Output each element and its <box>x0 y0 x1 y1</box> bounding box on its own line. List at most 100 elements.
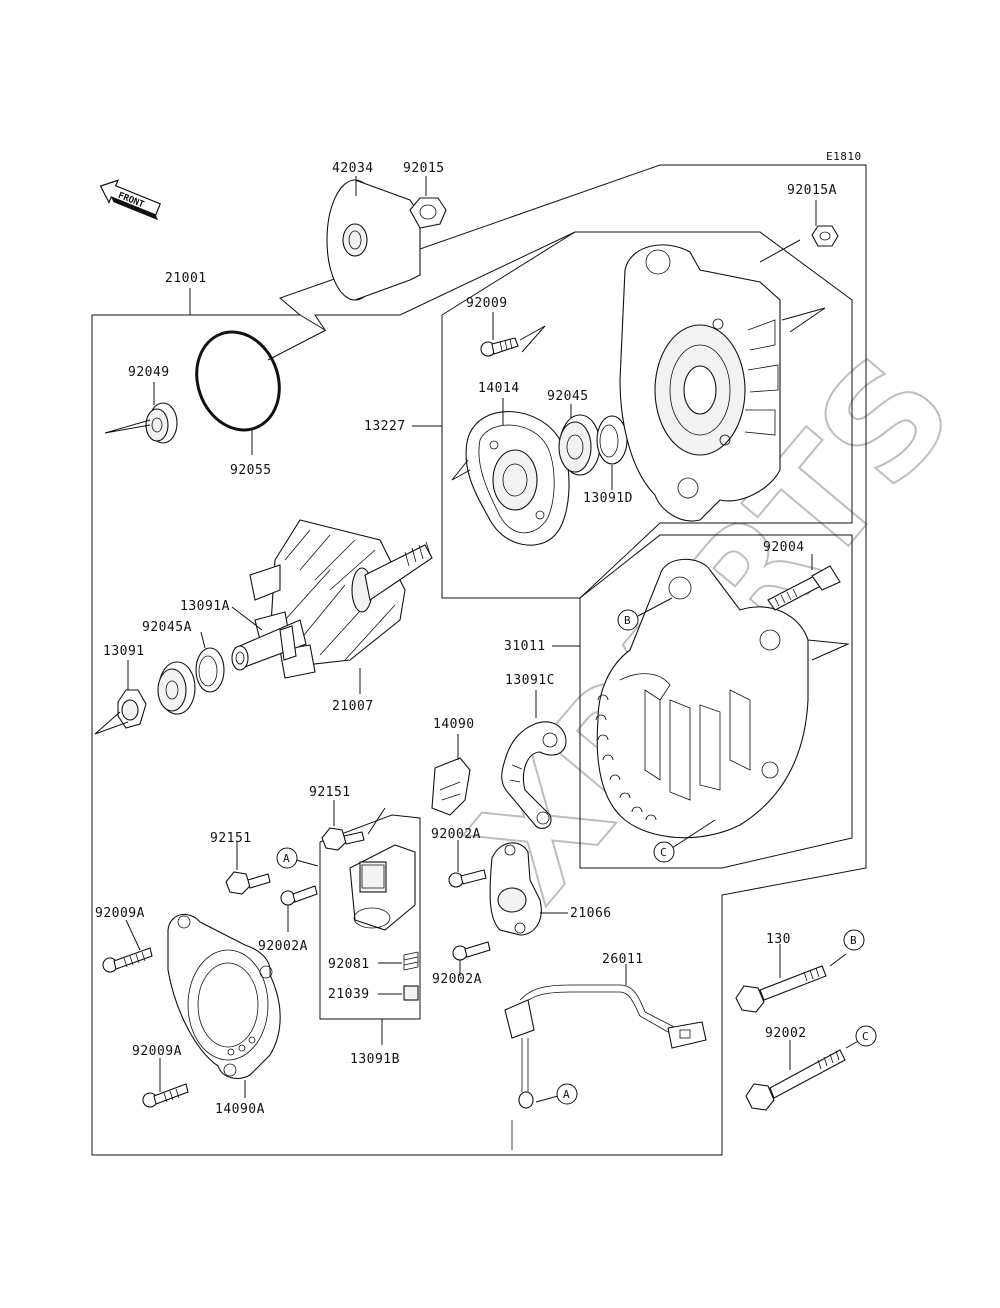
stud-92004 <box>767 565 841 611</box>
rectifier-21066 <box>489 842 542 936</box>
label-92009A-upper: 92009A <box>95 906 145 921</box>
bearing-rear <box>157 661 196 715</box>
label-21066: 21066 <box>570 906 612 921</box>
screw-92002A-left <box>280 885 318 906</box>
label-92081: 92081 <box>328 957 370 972</box>
label-26011: 26011 <box>602 952 644 967</box>
ref-label-B2: B <box>850 934 857 947</box>
leader-92045A <box>200 631 206 649</box>
label-92049: 92049 <box>128 365 170 380</box>
ref-label-A2: A <box>563 1088 570 1101</box>
ref-line-A2 <box>535 1095 559 1103</box>
subframe-31011 <box>579 534 853 869</box>
ref-circle-C1 <box>653 841 675 863</box>
screw-92009 <box>480 337 519 357</box>
label-13227: 13227 <box>364 419 406 434</box>
label-31011: 31011 <box>504 639 546 654</box>
ref-line-A1 <box>295 859 319 867</box>
ref-label-C2: C <box>862 1030 869 1043</box>
axis-guide-92049 <box>104 419 151 434</box>
cover-14090A <box>167 913 281 1079</box>
label-92002A-left: 92002A <box>258 939 308 954</box>
guide-92151-upper <box>367 807 386 835</box>
screw-92002A-lower <box>452 941 491 961</box>
label-92151-upper: 92151 <box>309 785 351 800</box>
label-92055: 92055 <box>230 463 272 478</box>
label-13091A: 13091A <box>180 599 230 614</box>
drawing-code: E1810 <box>826 150 862 163</box>
label-92002A-upper: 92002A <box>431 827 481 842</box>
frame-notch <box>299 231 576 331</box>
rear-housing-31011 <box>595 558 809 839</box>
label-130: 130 <box>766 932 791 947</box>
subframe-13227 <box>441 231 853 599</box>
nut-92015 <box>409 197 447 229</box>
label-92009: 92009 <box>466 296 508 311</box>
label-92002: 92002 <box>765 1026 807 1041</box>
ref-circle-A2 <box>556 1083 578 1105</box>
holder-13091C <box>501 721 567 829</box>
ref-line-B2 <box>829 953 847 967</box>
rotor-21007 <box>231 519 433 679</box>
label-13091: 13091 <box>103 644 145 659</box>
bolt-92151-lower <box>225 871 271 895</box>
regulator-body <box>349 844 416 931</box>
ref-circle-C2 <box>855 1025 877 1047</box>
ref-circle-B1 <box>617 609 639 631</box>
screw-92009A-lower <box>142 1083 189 1108</box>
ref-line-B1 <box>637 597 673 617</box>
ref-label-C1: C <box>660 846 667 859</box>
front-housing <box>619 244 781 522</box>
axis-guide-13091 <box>94 711 129 735</box>
clip-14090 <box>431 757 471 816</box>
label-92015: 92015 <box>403 161 445 176</box>
screw-92009A-upper <box>102 947 153 973</box>
label-92002A-lower: 92002A <box>432 972 482 987</box>
axis-guide-14014 <box>451 459 471 481</box>
label-14090A: 14090A <box>215 1102 265 1117</box>
stud-guide-92015A <box>759 239 801 263</box>
label-14014: 14014 <box>478 381 520 396</box>
label-92045: 92045 <box>547 389 589 404</box>
label-13091D: 13091D <box>583 491 633 506</box>
axis-guide-31011 <box>807 639 850 661</box>
brush-assy-frame-13091B <box>319 814 421 1020</box>
collar-13091D <box>596 415 628 465</box>
label-13091B: 13091B <box>350 1052 400 1067</box>
ref-label-A1: A <box>283 852 290 865</box>
label-92004: 92004 <box>763 540 805 555</box>
label-42034: 42034 <box>332 161 374 176</box>
collar-13091 <box>117 689 147 729</box>
label-92045A: 92045A <box>142 620 192 635</box>
pulley-42034 <box>326 179 421 301</box>
label-13091C: 13091C <box>505 673 555 688</box>
bearing-92049 <box>145 402 178 444</box>
bolt-92002 <box>745 1049 846 1111</box>
label-92015A: 92015A <box>787 183 837 198</box>
plate-14014 <box>465 411 570 546</box>
screw-92002A-upper <box>448 869 487 888</box>
label-21007: 21007 <box>332 699 374 714</box>
axis-guide-housing <box>781 307 826 333</box>
label-14090: 14090 <box>433 717 475 732</box>
o-ring-guide <box>267 329 327 361</box>
label-92151-lower: 92151 <box>210 831 252 846</box>
label-92009A-lower: 92009A <box>132 1044 182 1059</box>
bolt-92151-upper <box>321 827 365 851</box>
front-arrow-icon: FRONT <box>99 179 162 221</box>
ref-circle-B2 <box>843 929 865 951</box>
ref-line-C1 <box>671 819 716 849</box>
nut-92015A <box>811 225 839 247</box>
o-ring-92055 <box>195 330 281 432</box>
axis-guide-92009 <box>519 325 546 353</box>
leader-92009A-upper <box>125 919 141 951</box>
label-21001: 21001 <box>165 271 207 286</box>
spring-92081 <box>403 951 419 971</box>
bearing-92045 <box>558 414 601 476</box>
assembly-frame-21001 <box>91 164 867 1156</box>
brush-21039 <box>403 985 419 1001</box>
bolt-130 <box>735 965 827 1013</box>
ref-circle-A1 <box>276 847 298 869</box>
